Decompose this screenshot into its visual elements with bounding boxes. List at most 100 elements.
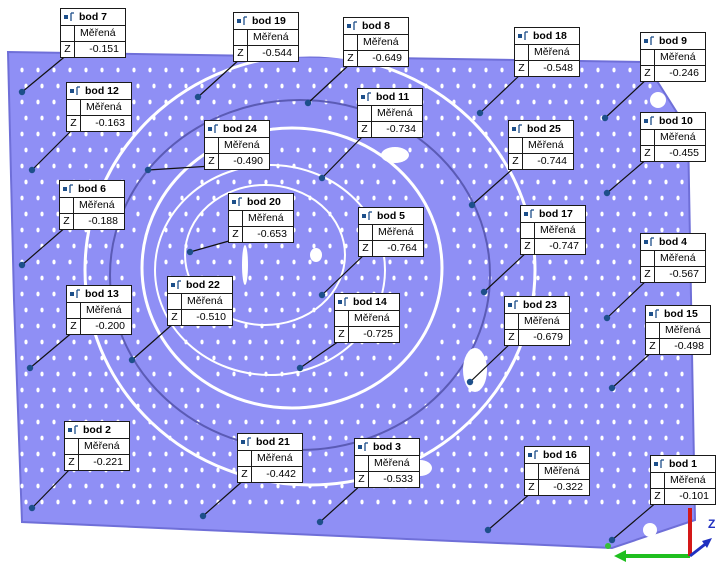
- point-icon: [232, 197, 244, 207]
- hole: [168, 83, 172, 89]
- hole: [584, 275, 588, 281]
- hole: [344, 371, 348, 377]
- label-header: Měřená: [524, 315, 560, 327]
- hole: [260, 483, 264, 489]
- hole: [324, 163, 328, 169]
- label-value: -0.200: [95, 320, 125, 332]
- hole: [372, 355, 376, 361]
- hole: [232, 371, 236, 377]
- hole: [184, 147, 188, 153]
- hole: [180, 227, 184, 233]
- hole: [68, 67, 72, 73]
- hole: [472, 467, 476, 473]
- point-icon: [68, 425, 80, 435]
- hole: [200, 435, 204, 441]
- hole: [116, 163, 120, 169]
- hole: [308, 227, 312, 233]
- point-icon: [338, 297, 350, 307]
- hole: [232, 115, 236, 121]
- hole: [36, 67, 40, 73]
- hole: [148, 195, 152, 201]
- hole: [516, 227, 520, 233]
- hole: [328, 83, 332, 89]
- hole: [248, 275, 252, 281]
- hole: [484, 99, 488, 105]
- hole: [264, 499, 268, 505]
- label-header: Měřená: [363, 36, 399, 48]
- hole: [372, 419, 376, 425]
- hole: [456, 147, 460, 153]
- hole: [56, 339, 60, 345]
- hole: [36, 99, 40, 105]
- label-value: -0.510: [196, 311, 226, 323]
- label-axis: Z: [61, 42, 75, 57]
- label-value: -0.548: [543, 62, 573, 74]
- hole: [296, 499, 300, 505]
- hole: [72, 339, 76, 345]
- hole: [436, 451, 440, 457]
- hole: [520, 403, 524, 409]
- hole: [596, 259, 600, 265]
- hole: [616, 275, 620, 281]
- label-axis: Z: [229, 227, 243, 242]
- hole: [24, 179, 28, 185]
- hole: [568, 179, 572, 185]
- hole: [184, 83, 188, 89]
- hole: [568, 83, 572, 89]
- hole: [212, 67, 216, 73]
- hole: [36, 387, 40, 393]
- hole: [340, 451, 344, 457]
- hole: [632, 307, 636, 313]
- hole: [104, 403, 108, 409]
- hole: [72, 147, 76, 153]
- hole: [292, 323, 296, 329]
- hole: [500, 67, 504, 73]
- label-axis: Z: [67, 116, 81, 131]
- hole: [500, 99, 504, 105]
- hole: [276, 355, 280, 361]
- hole: [520, 115, 524, 121]
- hole: [504, 179, 508, 185]
- hole: [260, 387, 264, 393]
- hole: [52, 195, 56, 201]
- hole: [468, 227, 472, 233]
- hole: [340, 67, 344, 73]
- hole: [408, 307, 412, 313]
- hole: [20, 227, 24, 233]
- hole: [536, 403, 540, 409]
- y-axis-arrow: [702, 538, 712, 548]
- hole: [648, 403, 652, 409]
- hole: [56, 467, 60, 473]
- point-icon: [654, 459, 666, 469]
- label-name: bod 21: [256, 436, 290, 448]
- point-icon: [208, 124, 220, 134]
- hole: [148, 67, 152, 73]
- hole: [488, 211, 492, 217]
